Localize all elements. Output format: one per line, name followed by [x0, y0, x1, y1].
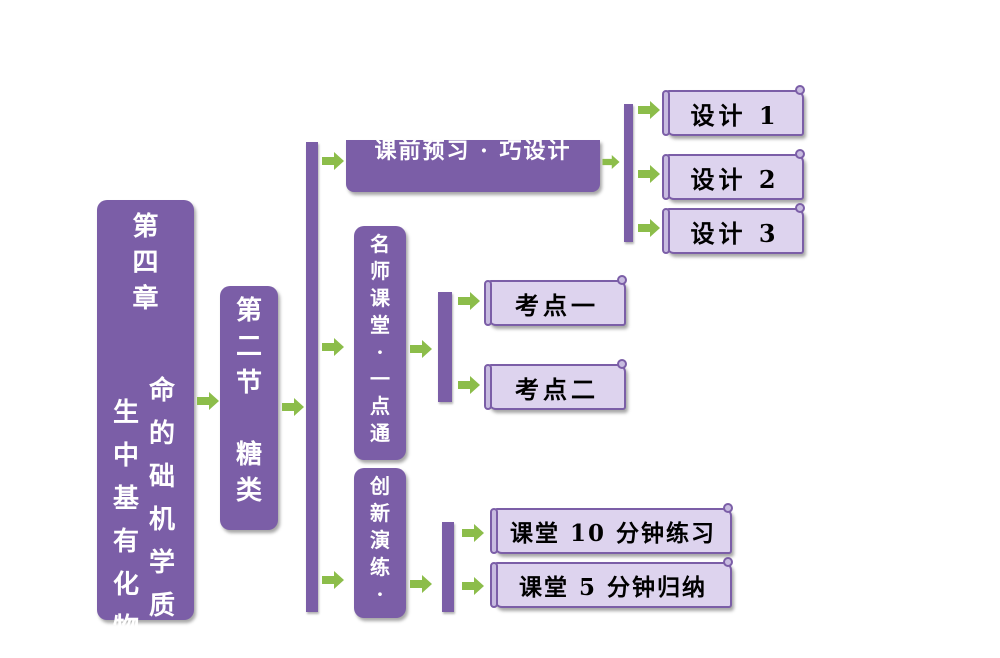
subtitle-char: 学 — [149, 548, 176, 578]
arrow-right-icon — [462, 524, 484, 542]
section-char: 二 — [235, 332, 262, 362]
subtitle-char: 中 — [113, 441, 140, 471]
arrow-right-icon — [322, 338, 344, 356]
teacher-label: 名 师 课 堂 · 一 点 通 — [354, 234, 406, 450]
teacher-char: 一 — [370, 367, 390, 391]
chapter-title: 第 四 章 — [97, 214, 194, 322]
teacher-char: 名 — [370, 232, 390, 256]
practice-char: · — [376, 582, 384, 606]
section-char: 类 — [235, 476, 262, 506]
practice-char: 创 — [370, 474, 390, 498]
arrow-right-icon — [322, 571, 344, 589]
arrow-right-icon — [197, 392, 219, 410]
section-title: 第 二 节 糖 类 — [220, 298, 278, 514]
subtitle-char: 物 — [113, 613, 140, 643]
practice-box: 创 新 演 练 · — [354, 468, 406, 618]
section-char: 节 — [235, 368, 262, 398]
point-1-scroll[interactable]: 考点一 — [484, 275, 627, 326]
chapter-char: 第 — [132, 212, 159, 242]
practice-10min-scroll[interactable]: 课堂 10 分钟练习 — [490, 503, 733, 554]
subtitle-char: 生 — [113, 398, 140, 428]
practice-char: 演 — [370, 528, 390, 552]
section-char: 糖 — [235, 440, 262, 470]
teacher-box: 名 师 课 堂 · 一 点 通 — [354, 226, 406, 460]
point-connector-bar — [438, 292, 452, 402]
design-2-scroll[interactable]: 设计 2 — [662, 149, 805, 200]
arrow-right-icon — [462, 577, 484, 595]
chapter-subtitle-col1: 生 中 基 有 化 物 — [113, 400, 139, 658]
teacher-char: · — [376, 340, 384, 364]
arrow-right-icon — [638, 165, 660, 183]
arrow-right-icon — [282, 398, 304, 416]
practice-connector-bar — [442, 522, 454, 612]
practice-label: 创 新 演 练 · — [354, 476, 406, 611]
section-char: 第 — [235, 296, 262, 326]
arrow-right-icon — [458, 376, 480, 394]
arrow-right-icon — [638, 101, 660, 119]
subtitle-char: 基 — [113, 484, 140, 514]
arrow-right-icon — [638, 219, 660, 237]
teacher-char: 通 — [370, 421, 390, 445]
teacher-char: 点 — [370, 394, 390, 418]
subtitle-char: 础 — [149, 462, 176, 492]
subtitle-char: 机 — [149, 505, 176, 535]
point-2-scroll[interactable]: 考点二 — [484, 359, 627, 410]
subtitle-char: 命 — [149, 376, 176, 406]
teacher-char: 堂 — [370, 313, 390, 337]
design-connector-bar — [624, 104, 633, 242]
chapter-char: 章 — [132, 284, 159, 314]
chapter-box: 第 四 章 命 的 础 机 学 质 生 中 基 有 化 物 — [97, 200, 194, 641]
main-connector-bar — [306, 142, 318, 612]
subtitle-char: 质 — [149, 591, 176, 621]
subtitle-char: 的 — [149, 419, 176, 449]
subtitle-char: 有 — [113, 527, 140, 557]
pre-class-label: 课前预习 · 巧设计 — [374, 140, 572, 164]
pre-class-box: 课前预习 · 巧设计 — [346, 140, 600, 192]
practice-char: 新 — [370, 501, 390, 525]
section-box: 第 二 节 糖 类 — [220, 286, 278, 530]
design-3-scroll[interactable]: 设计 3 — [662, 203, 805, 254]
arrow-right-icon — [410, 575, 432, 593]
arrow-right-icon — [602, 155, 620, 169]
practice-char: 练 — [370, 555, 390, 579]
chapter-subtitle-col2: 命 的 础 机 学 质 — [149, 378, 175, 636]
teacher-char: 课 — [370, 286, 390, 310]
arrow-right-icon — [458, 292, 480, 310]
practice-5min-scroll[interactable]: 课堂 5 分钟归纳 — [490, 557, 733, 608]
chapter-char: 四 — [132, 248, 159, 278]
design-1-scroll[interactable]: 设计 1 — [662, 85, 805, 136]
subtitle-char: 化 — [113, 570, 140, 600]
arrow-right-icon — [322, 152, 344, 170]
arrow-right-icon — [410, 340, 432, 358]
teacher-char: 师 — [370, 259, 390, 283]
